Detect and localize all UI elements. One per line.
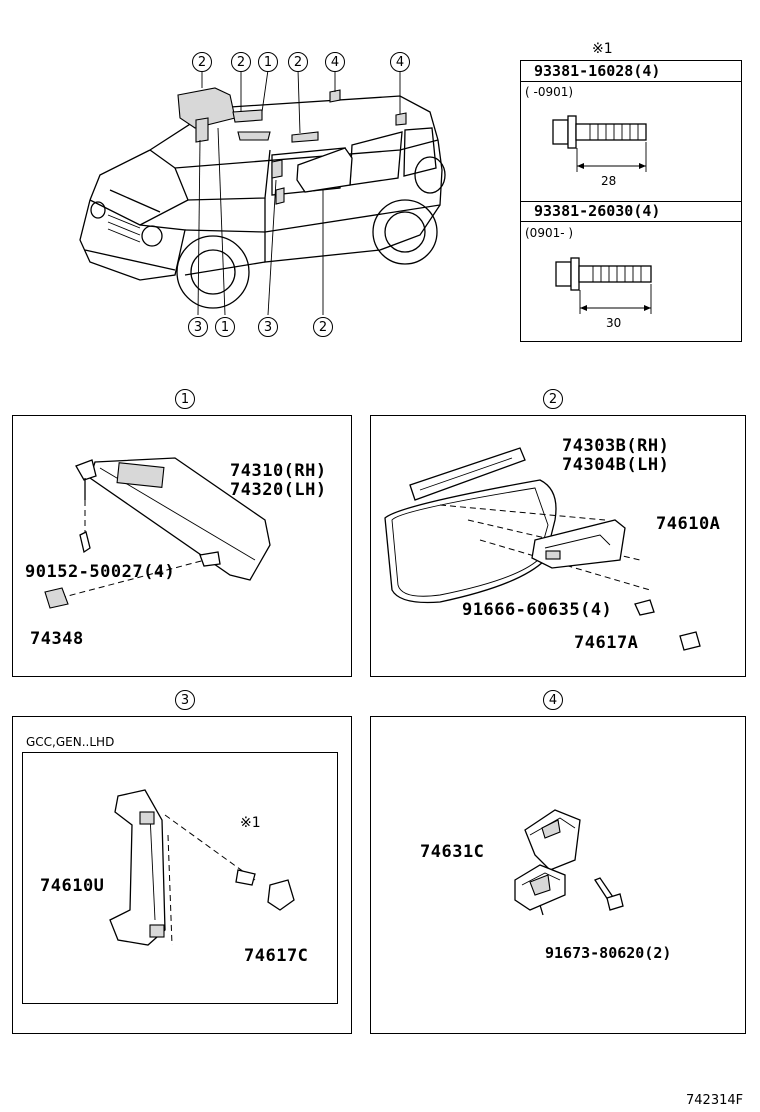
part-91666: 91666-60635(4)	[462, 600, 613, 620]
vehicle-illustration	[79, 69, 446, 316]
callout-bottom-3: 3	[258, 317, 278, 337]
panel-3-marker: 3	[175, 690, 195, 710]
panel-2-box	[370, 415, 746, 677]
panel-3-box	[12, 716, 352, 1034]
bolt-2-length: 30	[606, 316, 622, 330]
callout-bottom-4: 2	[313, 317, 333, 337]
part-74310: 74310(RH)	[230, 461, 327, 481]
bolt-1-length: 28	[601, 174, 617, 188]
callout-top-1: 2	[192, 52, 212, 72]
visor-1-drawing	[44, 457, 271, 609]
table-note-mark: ※1	[592, 41, 613, 57]
part-91673: 91673-80620(2)	[545, 944, 672, 962]
part-74303B: 74303B(RH)	[562, 436, 670, 456]
table-row-1-divider	[521, 81, 741, 82]
callout-bottom-2: 1	[215, 317, 235, 337]
table-middle-divider	[521, 201, 741, 202]
bolt-1-range: ( -0901)	[525, 85, 574, 99]
bolt-2-range: (0901- )	[525, 226, 574, 240]
part-74304B: 74304B(LH)	[562, 455, 670, 475]
diagram-code: 742314F	[686, 1093, 744, 1108]
hook-4-drawing	[514, 809, 624, 916]
part-90152: 90152-50027(4)	[25, 562, 176, 582]
part-74348: 74348	[30, 629, 84, 649]
bolt-2-part-number: 93381-26030(4)	[534, 202, 661, 220]
panel-4-box	[370, 716, 746, 1034]
panel-3-region-label: GCC,GEN..LHD	[26, 735, 115, 749]
panel-1-marker: 1	[175, 389, 195, 409]
grip-3-drawing	[109, 789, 295, 946]
bolt-drawing-1	[552, 115, 647, 172]
panel-3-note-mark: ※1	[240, 815, 261, 831]
table-row-2-divider	[521, 221, 741, 222]
bolt-drawing-2	[555, 257, 652, 314]
callout-top-4: 2	[288, 52, 308, 72]
callout-bottom-1: 3	[188, 317, 208, 337]
panel-1-box	[12, 415, 352, 677]
fastener-table	[520, 60, 742, 342]
callout-top-5: 4	[325, 52, 345, 72]
part-74631C: 74631C	[420, 842, 485, 862]
part-74617A: 74617A	[574, 633, 639, 653]
panel-4-marker: 4	[543, 690, 563, 710]
panel-3-inner-box	[22, 752, 338, 1004]
callout-top-2: 2	[231, 52, 251, 72]
part-74617C: 74617C	[244, 946, 309, 966]
part-74610U: 74610U	[40, 876, 105, 896]
callout-top-3: 1	[258, 52, 278, 72]
callout-top-6: 4	[390, 52, 410, 72]
bolt-1-part-number: 93381-16028(4)	[534, 62, 661, 80]
visor-2-drawing	[384, 447, 701, 651]
part-74320: 74320(LH)	[230, 480, 327, 500]
part-74610A: 74610A	[656, 514, 721, 534]
panel-2-marker: 2	[543, 389, 563, 409]
